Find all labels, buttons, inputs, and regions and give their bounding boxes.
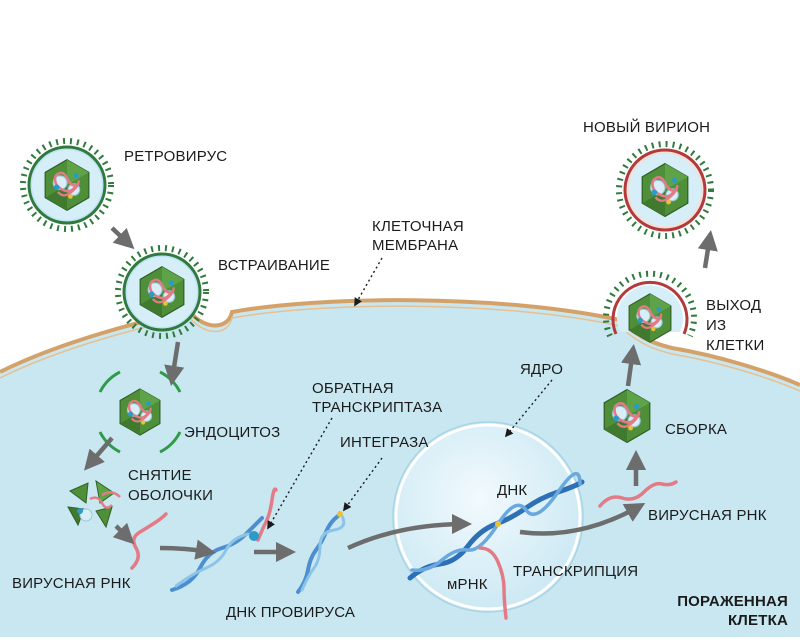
arrow-nucleus-to-rna xyxy=(519,503,646,536)
arrow-endocytosis-to-uncoating xyxy=(84,436,114,471)
arrow-assembly-to-budding xyxy=(621,343,642,387)
endocytosis-capsid xyxy=(98,370,182,454)
arrow-provirus-to-nucleus xyxy=(347,513,473,551)
retrovirus-particle xyxy=(20,138,114,232)
label-nucleus: ЯДРО xyxy=(520,361,564,378)
label-membrane-2: МЕМБРАНА xyxy=(372,237,459,254)
label-exit-3: КЛЕТКИ xyxy=(706,337,765,354)
pointer-nucleus xyxy=(504,379,553,438)
label-infected-cell-2: КЛЕТКА xyxy=(727,612,788,629)
label-endocytosis: ЭНДОЦИТОЗ xyxy=(184,424,281,441)
label-transcription: ТРАНСКРИПЦИЯ xyxy=(513,563,639,580)
label-uncoating-2: ОБОЛОЧКИ xyxy=(128,487,214,504)
arrow-virus-to-membrane xyxy=(110,226,135,250)
label-reverse-transcriptase-2: ТРАНСКРИПТАЗА xyxy=(312,399,443,416)
label-pointers xyxy=(267,257,553,530)
viral-rna-left xyxy=(130,512,168,570)
budding-virus xyxy=(603,270,697,344)
label-retrovirus: РЕТРОВИРУС xyxy=(124,148,228,165)
arrow-uncoating-to-rna xyxy=(112,522,135,545)
viral-rna-right xyxy=(598,480,678,508)
pointer-integrase xyxy=(343,457,383,512)
label-exit-1: ВЫХОД xyxy=(706,297,762,314)
label-mrna: мРНК xyxy=(447,576,488,593)
pointer-membrane xyxy=(354,257,383,307)
new-virion-particle xyxy=(616,141,714,239)
label-assembly: СБОРКА xyxy=(665,421,728,438)
label-integrase: ИНТЕГРАЗА xyxy=(340,434,429,451)
label-viral-rna-left: ВИРУСНАЯ РНК xyxy=(12,575,131,592)
label-uncoating-1: СНЯТИЕ xyxy=(128,467,192,484)
provirus-dna-helix xyxy=(296,511,346,594)
label-infected-cell-1: ПОРАЖЕННАЯ xyxy=(677,593,788,610)
label-new-virion: НОВЫЙ ВИРИОН xyxy=(583,119,711,136)
mrna-strand xyxy=(478,546,508,620)
label-integration: ВСТРАИВАНИЕ xyxy=(218,257,331,274)
label-membrane-1: КЛЕТОЧНАЯ xyxy=(372,218,464,235)
arrow-rna-to-rt xyxy=(159,539,216,560)
process-arrows xyxy=(84,226,718,563)
label-reverse-transcriptase-1: ОБРАТНАЯ xyxy=(312,380,394,397)
label-dna: ДНК xyxy=(497,482,528,499)
reverse-transcription-helix xyxy=(170,487,278,592)
fusing-virus xyxy=(115,245,209,339)
uncoating-capsid xyxy=(67,479,121,529)
arrow-membrane-to-endocytosis xyxy=(164,341,185,387)
label-viral-rna-right: ВИРУСНАЯ РНК xyxy=(648,507,767,524)
label-exit-2: ИЗ xyxy=(706,317,727,334)
pointer-reverse-transcriptase xyxy=(267,417,333,530)
label-provirus-dna: ДНК ПРОВИРУСА xyxy=(226,604,356,621)
arrow-budding-to-virion xyxy=(697,229,718,269)
host-dna-helix xyxy=(407,472,585,581)
